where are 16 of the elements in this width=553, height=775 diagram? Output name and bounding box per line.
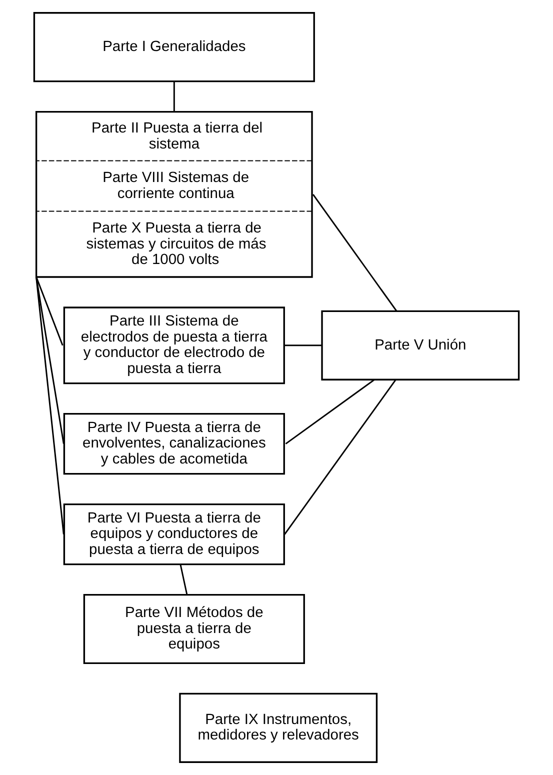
connector — [180, 564, 188, 595]
node-box: Parte VII Métodos de puesta a tierra de equipos — [83, 594, 305, 664]
connector — [285, 379, 375, 444]
node-box: Parte III Sistema de electrodos de puesta a tierra y conductor de electrodo de puesta a tierra — [63, 306, 285, 384]
connector — [36, 277, 64, 444]
connector — [284, 379, 396, 535]
node-box: Parte I Generalidades — [33, 12, 315, 82]
connector — [36, 277, 64, 534]
node-box: Parte V Unión — [321, 310, 520, 380]
connector — [173, 81, 175, 112]
connector — [36, 276, 64, 346]
connector — [312, 194, 398, 312]
node-box: Parte IV Puesta a tierra de envolventes, canalizaciones y cables de acometida — [63, 412, 285, 475]
node-box: Parte IX Instrumentos, medidores y relevadores — [179, 692, 378, 763]
node-box: Parte VI Puesta a tierra de equipos y conductores de puesta a tierra de equipos — [63, 503, 285, 566]
connector — [284, 344, 322, 346]
